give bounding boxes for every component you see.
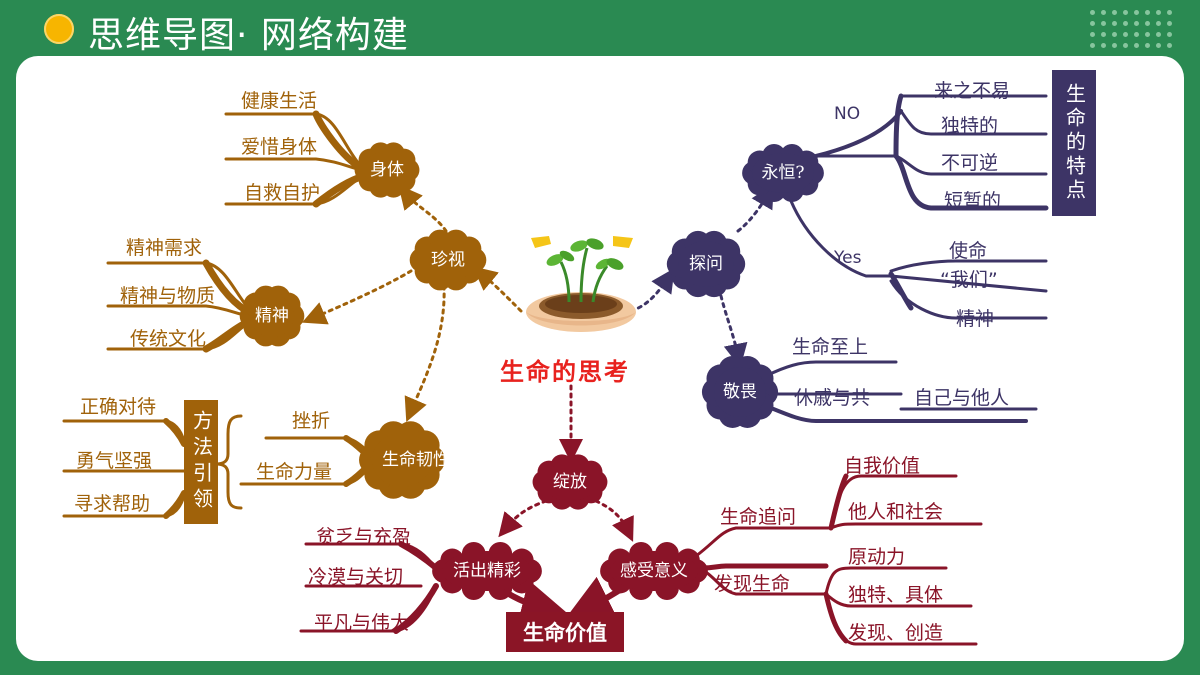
yes-item-1: 使命	[949, 240, 988, 262]
pursuit-item-1: 自我价值	[844, 455, 921, 477]
node-bloom-label: 绽放	[553, 472, 587, 492]
live-item-1: 贫乏与充盈	[316, 526, 412, 548]
discover-item-3: 发现、创造	[848, 622, 944, 644]
node-feel-meaning: 感受意义	[600, 542, 708, 600]
spirit-item-3: 传统文化	[130, 328, 207, 350]
node-bloom: 绽放	[532, 454, 608, 510]
center-title: 生命的思考	[500, 357, 630, 386]
node-eternal: 永恒?	[742, 144, 824, 202]
seedling-hands-icon	[526, 236, 636, 332]
cloud-shape-icon	[409, 229, 487, 291]
body-item-3: 自救自护	[244, 182, 321, 204]
method-item-3: 寻求帮助	[74, 493, 151, 515]
node-eternal-label: 永恒?	[761, 163, 805, 183]
spirit-item-1: 精神需求	[126, 237, 203, 259]
cloud-shape-icon	[359, 421, 445, 499]
node-resilience-label: 生命韧性	[382, 450, 450, 470]
no-item-2: 独特的	[941, 115, 999, 137]
awe-item-3: 自己与他人	[914, 387, 1010, 409]
yes-label: Yes	[834, 248, 862, 268]
node-awe: 敬畏	[701, 356, 779, 428]
life-value-box: 生命价值	[506, 612, 624, 652]
cloud-shape-icon	[742, 144, 824, 202]
node-explore: 探问	[666, 230, 746, 298]
pursuit-label: 生命追问	[720, 506, 797, 528]
node-cherish-label: 珍视	[431, 250, 465, 270]
life-traits-box: 生命的特点	[1052, 70, 1096, 216]
cloud-shape-icon	[354, 142, 420, 198]
yes-item-2: “我们”	[940, 269, 998, 291]
method-item-2: 勇气坚强	[76, 450, 153, 472]
page-title: 思维导图· 网络构建	[88, 15, 409, 56]
node-explore-label: 探问	[689, 254, 723, 274]
node-spirit-label: 精神	[255, 306, 289, 326]
method-box: 方法引领	[184, 400, 218, 524]
spirit-item-2: 精神与物质	[120, 285, 216, 307]
cloud-shape-icon	[432, 542, 542, 600]
method-item-1: 正确对待	[80, 396, 157, 418]
discover-item-1: 原动力	[848, 546, 906, 568]
node-cherish: 珍视	[409, 229, 487, 291]
cloud-shape-icon	[239, 285, 305, 347]
cloud-shape-icon	[532, 454, 608, 510]
no-item-4: 短暂的	[944, 190, 1002, 212]
mind-map-panel: 健康生活 爱惜身体 自救自护 精神需求 精神与物质 传统文化 正确对待 勇气坚强…	[16, 56, 1184, 661]
cloud-shape-icon	[701, 356, 779, 428]
no-label: NO	[834, 104, 861, 124]
node-spirit: 精神	[239, 285, 305, 347]
connector-lines	[62, 93, 1049, 646]
node-feel-meaning-label: 感受意义	[620, 561, 688, 581]
live-item-3: 平凡与伟大	[314, 612, 410, 634]
resilience-item-2: 生命力量	[256, 461, 333, 483]
no-item-3: 不可逆	[941, 152, 999, 174]
awe-item-1: 生命至上	[792, 336, 869, 358]
awe-item-2: 休戚与共	[794, 387, 871, 409]
cloud-shape-icon	[666, 230, 746, 298]
discover-label: 发现生命	[714, 573, 791, 595]
decorative-dots	[1090, 10, 1180, 54]
life-traits-label: 生命的特点	[1062, 83, 1087, 203]
body-item-1: 健康生活	[241, 90, 318, 112]
node-body-label: 身体	[370, 160, 404, 180]
no-item-1: 来之不易	[934, 80, 1011, 102]
method-box-label: 方法引领	[189, 410, 214, 514]
node-live-fully-label: 活出精彩	[453, 561, 521, 581]
header-bullet-icon	[44, 14, 74, 44]
node-awe-label: 敬畏	[723, 382, 757, 402]
live-item-2: 冷漠与关切	[308, 566, 404, 588]
body-item-2: 爱惜身体	[241, 136, 318, 158]
discover-item-2: 独特、具体	[848, 584, 944, 606]
cloud-shape-icon	[600, 542, 708, 600]
resilience-item-1: 挫折	[292, 410, 331, 432]
node-resilience: 生命韧性	[359, 421, 450, 499]
node-live-fully: 活出精彩	[432, 542, 542, 600]
pursuit-item-2: 他人和社会	[848, 501, 944, 523]
yes-item-3: 精神	[956, 308, 995, 330]
node-body: 身体	[354, 142, 420, 198]
